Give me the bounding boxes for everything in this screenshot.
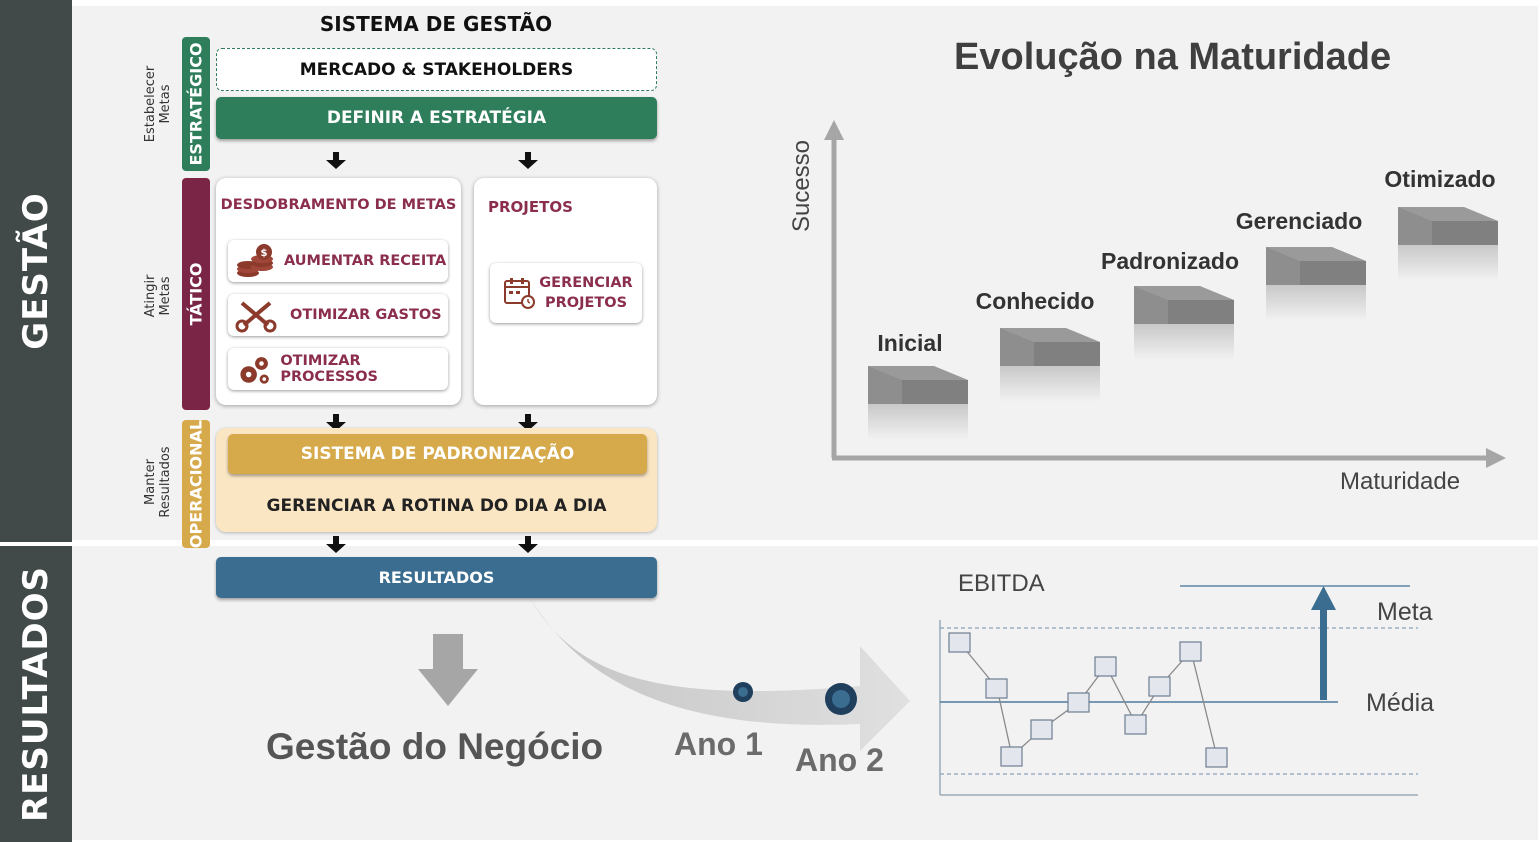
level-label-maintain: Manter Resultados <box>143 446 173 518</box>
scissors-icon <box>235 301 277 333</box>
ebitda-chart <box>939 585 1418 796</box>
maturity-block-conhecido <box>1000 328 1100 402</box>
maturity-block-otimizado <box>1398 207 1498 281</box>
define-strategy-box: DEFINIR A ESTRATÉGIA <box>216 97 657 139</box>
arrow-down-icon <box>518 414 538 431</box>
svg-text:$: $ <box>261 248 268 259</box>
curved-arrow-icon <box>530 598 910 751</box>
market-stakeholders-box: MERCADO & STAKEHOLDERS <box>216 48 657 91</box>
calendar-clock-icon <box>504 278 535 309</box>
gray-down-arrow-icon <box>418 634 478 706</box>
maturity-level-label: Conhecido <box>975 288 1095 314</box>
arrow-down-icon <box>326 414 346 431</box>
system-title: SISTEMA DE GESTÃO <box>319 12 553 36</box>
gears-icon <box>240 357 269 384</box>
maturity-level-label: Gerenciado <box>1235 208 1363 234</box>
business-management-title: Gestão do Negócio <box>266 726 604 767</box>
coins-icon: $ <box>237 244 273 277</box>
goal-deployment-title: DESDOBRAMENTO DE METAS <box>220 197 457 213</box>
manage-projects-label: GERENCIAR PROJETOS <box>539 275 633 311</box>
results-box: RESULTADOS <box>216 557 657 598</box>
projects-title: PROJETOS <box>488 198 573 216</box>
maturity-level-label: Inicial <box>877 330 943 356</box>
maturity-level-label: Otimizado <box>1384 166 1496 192</box>
standardization-system-label: SISTEMA DE PADRONIZAÇÃO <box>300 444 575 464</box>
optimize-processes-item[interactable]: OTIMIZAR PROCESSOS <box>228 348 448 390</box>
standardization-system-box: SISTEMA DE PADRONIZAÇÃO <box>228 434 647 474</box>
increase-revenue-label: AUMENTAR RECEITA <box>284 253 447 269</box>
tier-strategic: ESTRATÉGICO <box>182 37 210 171</box>
optimize-expenses-label: OTIMIZAR GASTOS <box>290 307 442 323</box>
market-stakeholders-label: MERCADO & STAKEHOLDERS <box>299 59 574 80</box>
tier-strategic-label: ESTRATÉGICO <box>186 42 206 166</box>
y-axis-label: Sucesso <box>788 140 816 232</box>
optimize-processes-label: OTIMIZAR PROCESSOS <box>280 353 378 385</box>
meta-label: Meta <box>1377 598 1433 626</box>
maturity-title: Evolução na Maturidade <box>954 36 1392 78</box>
daily-routine-label: GERENCIAR A ROTINA DO DIA A DIA <box>266 496 607 516</box>
tier-operational: OPERACIONAL <box>182 420 210 548</box>
manage-projects-item[interactable]: GERENCIAR PROJETOS <box>490 263 642 323</box>
sidebar-resultados: RESULTADOS <box>0 546 72 842</box>
arrow-down-icon <box>518 152 538 169</box>
maturity-level-label: Padronizado <box>1100 248 1240 274</box>
x-axis-label: Maturidade <box>1340 468 1461 495</box>
tier-tactical-label: TÁTICO <box>186 262 206 326</box>
sidebar-gestao: GESTÃO <box>0 0 72 542</box>
y-axis-label-text: Sucesso <box>788 139 815 233</box>
arrow-down-icon <box>326 152 346 169</box>
sidebar-resultados-label: RESULTADOS <box>16 565 56 823</box>
optimize-expenses-item[interactable]: OTIMIZAR GASTOS <box>228 294 448 336</box>
maturity-block-padronizado <box>1134 286 1234 360</box>
improvement-arrow-icon <box>1311 586 1336 700</box>
tier-operational-label: OPERACIONAL <box>186 419 206 549</box>
arrow-down-icon <box>518 536 538 553</box>
maturity-block-inicial <box>868 366 968 440</box>
year2-label: Ano 2 <box>795 742 884 778</box>
maturity-axes <box>824 120 1506 468</box>
year1-label: Ano 1 <box>674 726 763 762</box>
increase-revenue-item[interactable]: $ AUMENTAR RECEITA <box>228 240 448 282</box>
tier-tactical: TÁTICO <box>182 178 210 410</box>
maturity-block-gerenciado <box>1266 247 1366 321</box>
sidebar-gestao-label: GESTÃO <box>16 192 56 350</box>
define-strategy-label: DEFINIR A ESTRATÉGIA <box>326 108 547 128</box>
results-label: RESULTADOS <box>378 568 495 587</box>
ebitda-title: EBITDA <box>958 570 1045 597</box>
arrow-down-icon <box>326 536 346 553</box>
business-arrows <box>418 598 910 751</box>
media-label: Média <box>1366 689 1435 717</box>
level-label-achieve: Atingir Metas <box>143 274 173 318</box>
level-label-establish: Estabelecer Metas <box>143 65 173 143</box>
